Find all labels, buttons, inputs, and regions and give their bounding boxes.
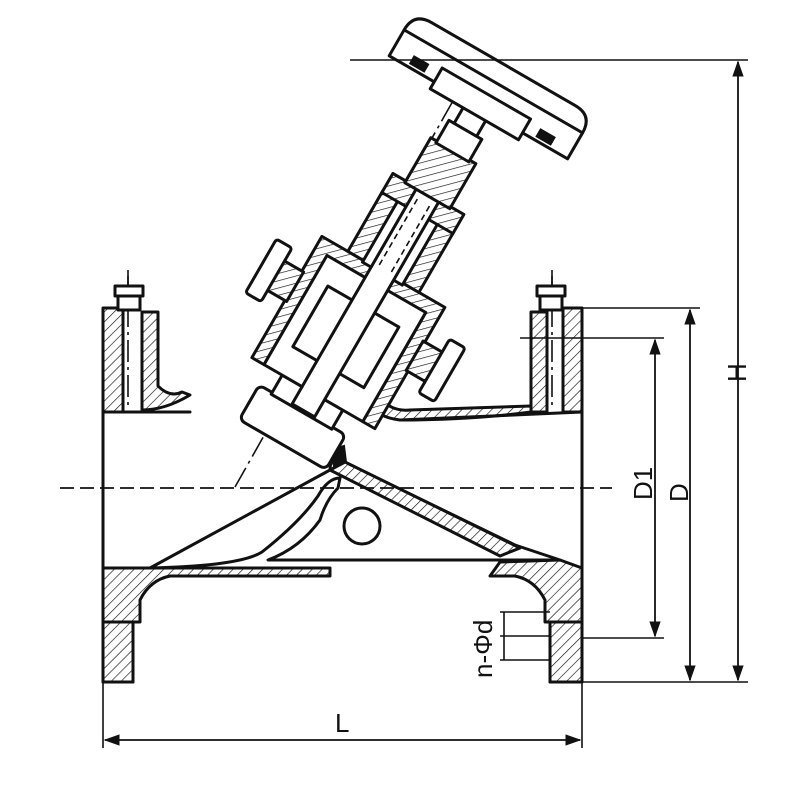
label-height: H — [722, 363, 752, 382]
valve-body — [101, 306, 584, 684]
label-bolt-holes: n-Φd — [468, 620, 498, 678]
label-length: L — [335, 708, 349, 738]
label-bolt-circle-diameter: D1 — [628, 467, 658, 500]
label-flange-diameter: D — [664, 483, 694, 502]
dimension-lines — [102, 59, 748, 748]
flange-studs — [113, 276, 567, 312]
bonnet-assembly — [239, 17, 588, 469]
